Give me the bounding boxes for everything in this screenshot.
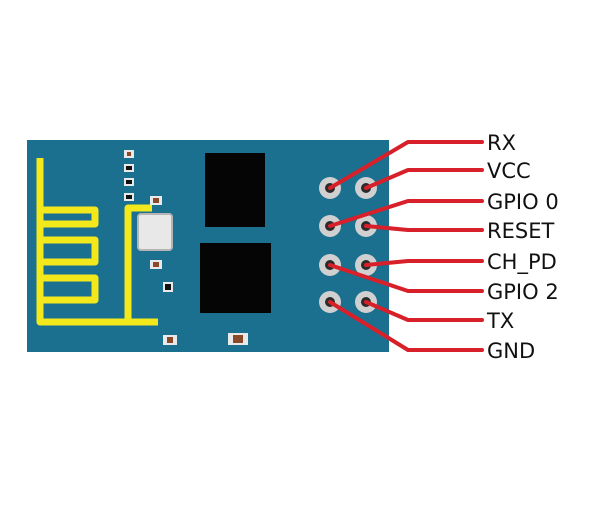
esp8266-chip <box>200 243 271 313</box>
pin-label-vcc: VCC <box>487 159 531 183</box>
smd-components <box>163 333 248 345</box>
wire-rx <box>328 140 484 190</box>
pin-label-reset: RESET <box>487 219 554 243</box>
antenna-trace <box>36 158 158 326</box>
wire-gpio2 <box>328 263 484 293</box>
pin-label-rx: RX <box>487 131 516 155</box>
wire-gnd <box>328 300 484 352</box>
wire-gpio0 <box>328 199 484 228</box>
wire-ch-pd <box>364 259 484 267</box>
crystal-oscillator <box>137 196 173 292</box>
wire-vcc <box>364 168 484 190</box>
pin-label-ch-pd: CH_PD <box>487 250 557 275</box>
wire-reset <box>364 224 484 232</box>
flash-chip <box>205 153 265 227</box>
pin-wires <box>328 140 484 352</box>
pin-label-gpio2: GPIO 2 <box>487 280 559 304</box>
wire-tx <box>364 300 484 322</box>
pin-label-tx: TX <box>486 309 514 333</box>
pin-label-gpio0: GPIO 0 <box>487 190 559 214</box>
led-indicators <box>124 150 134 201</box>
pin-label-gnd: GND <box>487 339 535 363</box>
pin-labels: RX VCC GPIO 0 RESET CH_PD GPIO 2 TX GND <box>486 131 559 363</box>
